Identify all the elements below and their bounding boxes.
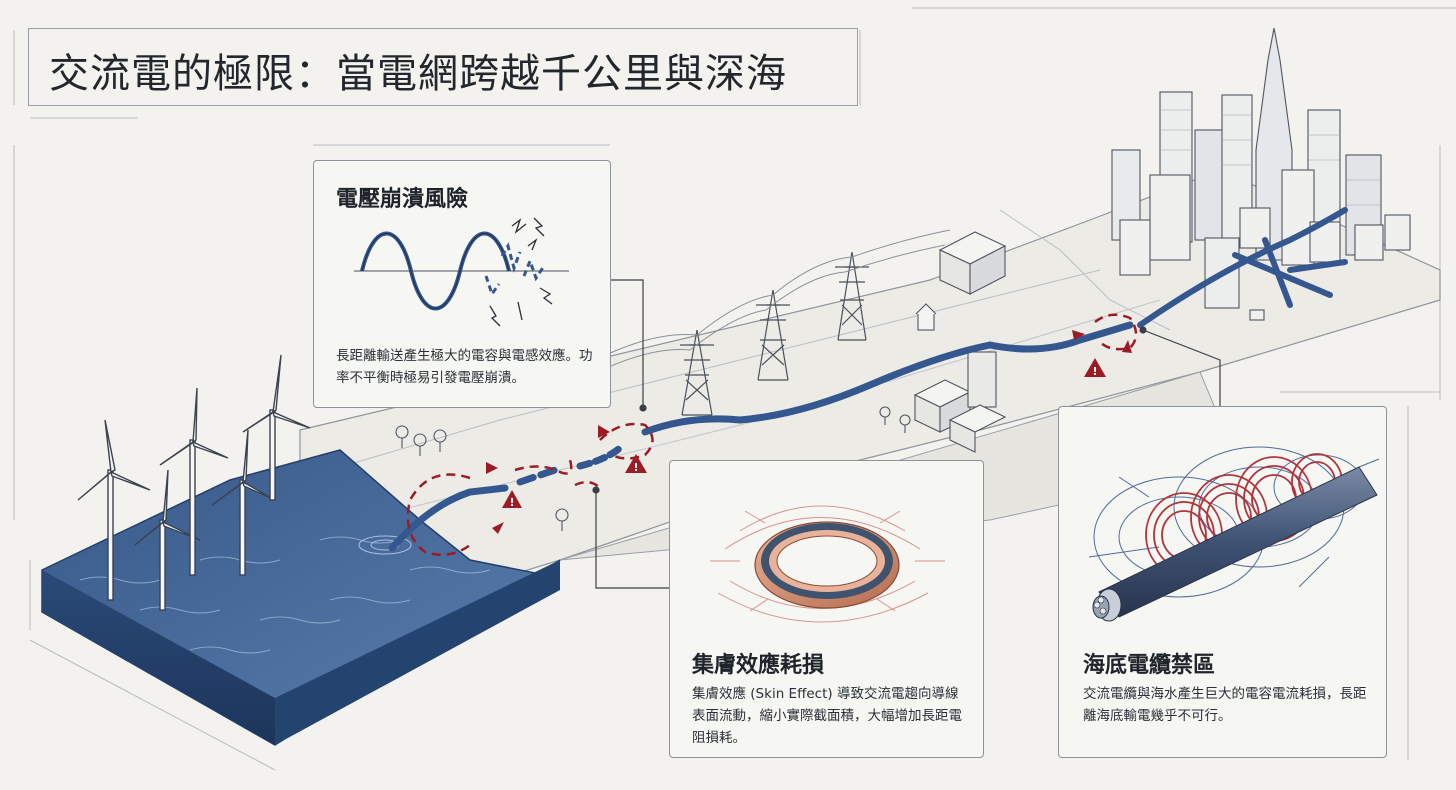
city-cable-network: [1137, 207, 1348, 328]
subsea-cable-heading: 海底電纜禁區: [1083, 653, 1216, 678]
callout-leader-lines: [592, 279, 1221, 589]
title-frame: 交流電的極限：當電網跨越千公里與深海: [28, 28, 858, 106]
voltage-collapse-description: 長距離輸送產生極大的電容與電感效應。功率不平衡時極易引發電壓崩潰。: [336, 348, 593, 386]
copper-ring-icon: [710, 505, 945, 623]
town-buildings: [395, 231, 1007, 531]
svg-text:!: !: [1092, 365, 1097, 378]
warning-icon: !: [502, 490, 522, 509]
fault-arrows: [486, 330, 1132, 534]
wind-turbines: [77, 354, 311, 611]
sine-wave-icon: [354, 217, 569, 327]
wind-turbine-icon: [134, 469, 201, 611]
transmission-towers: [559, 229, 951, 416]
wind-turbine-icon: [77, 419, 151, 601]
subsea-cable-icon: [1088, 446, 1380, 622]
city-icon: [1111, 27, 1411, 321]
skin-effect-panel: 集膚效應耗損 集膚效應 (Skin Effect) 導致交流電趨向導線表面流動，…: [669, 460, 984, 758]
subsea-cable-panel: 海底電纜禁區 交流電纜與海水產生巨大的電容電流耗損，長距離海底輸電幾乎不可行。: [1058, 406, 1387, 758]
page-title: 交流電的極限：當電網跨越千公里與深海: [49, 51, 787, 97]
wind-turbine-icon: [242, 354, 311, 501]
subsea-cable-description: 交流電纜與海水產生巨大的電容電流耗損，長距離海底輸電幾乎不可行。: [1083, 686, 1367, 724]
skin-effect-heading: 集膚效應耗損: [692, 653, 825, 678]
dimension-guides: [13, 7, 1456, 771]
transmission-tower-icon: [835, 251, 869, 341]
warning-icon: !: [625, 454, 647, 474]
voltage-collapse-panel: 電壓崩潰風險 長距離輸送產生極大的電容與電感效應。功率不平衡時極易引發電壓崩潰。: [313, 160, 611, 408]
wind-turbine-icon: [211, 429, 276, 576]
ac-cable: [388, 321, 1134, 552]
offshore-sea-block: [41, 449, 561, 746]
skin-effect-description: 集膚效應 (Skin Effect) 導致交流電趨向導線表面流動，縮小實際截面積…: [692, 686, 962, 746]
voltage-collapse-heading: 電壓崩潰風險: [336, 187, 469, 212]
wind-turbine-icon: [159, 387, 229, 576]
svg-text:!: !: [633, 461, 638, 474]
warning-icon: !: [1084, 358, 1106, 378]
fault-markers: [406, 313, 1138, 557]
svg-text:!: !: [509, 496, 514, 509]
